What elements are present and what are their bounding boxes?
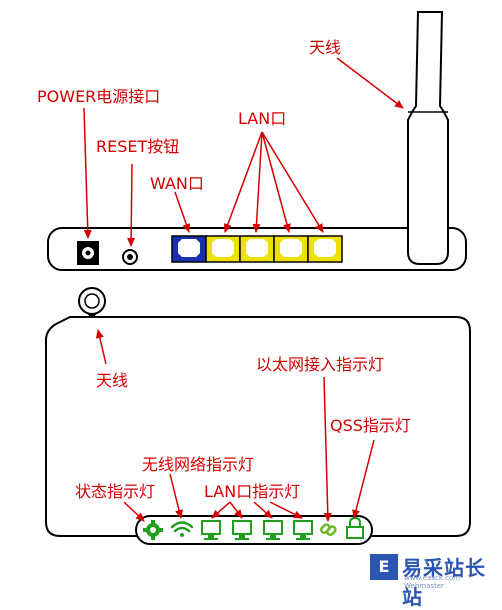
- arrow-lan-2: [252, 131, 263, 233]
- antenna-bottom: [78, 287, 106, 318]
- arrow-power: [83, 107, 92, 239]
- arrow-lan-led-4: [269, 501, 303, 519]
- arrow-reset: [127, 163, 136, 247]
- watermark-url: www.easck.com Webmaster: [404, 574, 461, 590]
- arrow-lan-led-2: [229, 501, 243, 519]
- label-status-led: 状态指示灯: [75, 482, 156, 501]
- arrow-lan-4: [261, 131, 324, 233]
- label-ethernet-led: 以太网接入指示灯: [256, 355, 385, 374]
- monitor-icon: [201, 520, 221, 540]
- reset-button-icon: [122, 249, 138, 265]
- arrow-ethernet-led: [323, 376, 332, 522]
- monitor-icon: [293, 520, 313, 540]
- arrow-qss-led: [352, 439, 375, 519]
- label-wan: WAN口: [150, 174, 204, 193]
- link-icon: [320, 523, 337, 536]
- wifi-icon: [170, 521, 194, 537]
- lan-port-1: [205, 235, 241, 263]
- arrow-status-led: [123, 501, 145, 522]
- arrow-antenna-top: [336, 57, 404, 109]
- arrow-wireless-led: [169, 473, 183, 519]
- arrow-lan-led-1: [211, 501, 231, 519]
- label-lan-ports: LAN口: [238, 109, 287, 128]
- lan-port-2: [239, 235, 275, 263]
- label-reset: RESET按钮: [96, 137, 180, 156]
- monitor-icon: [232, 520, 252, 540]
- lan-port-4: [307, 235, 343, 263]
- arrow-lan-1: [224, 131, 263, 233]
- watermark: E 易采站长站 www.easck.com Webmaster: [366, 550, 502, 609]
- annotation-arrows: [83, 57, 404, 522]
- arrow-lan-3: [261, 131, 291, 233]
- label-antenna-top: 天线: [309, 38, 342, 57]
- arrow-lan-led-3: [253, 501, 273, 519]
- label-wireless-led: 无线网络指示灯: [142, 455, 255, 474]
- wan-port: [171, 235, 207, 263]
- lan-port-3: [273, 235, 309, 263]
- monitor-icon: [263, 520, 283, 540]
- arrow-antenna-bottom: [95, 329, 107, 365]
- label-lan-led: LAN口指示灯: [204, 482, 301, 501]
- power-jack-icon: [77, 241, 99, 265]
- watermark-logo: E: [370, 554, 398, 580]
- arrow-wan: [174, 191, 191, 233]
- antenna-top: [407, 11, 449, 265]
- label-power: POWER电源接口: [37, 87, 161, 106]
- gear-icon: [143, 520, 163, 540]
- router-diagram: [45, 11, 471, 545]
- label-antenna-bottom: 天线: [96, 371, 129, 390]
- label-qss-led: QSS指示灯: [330, 416, 411, 435]
